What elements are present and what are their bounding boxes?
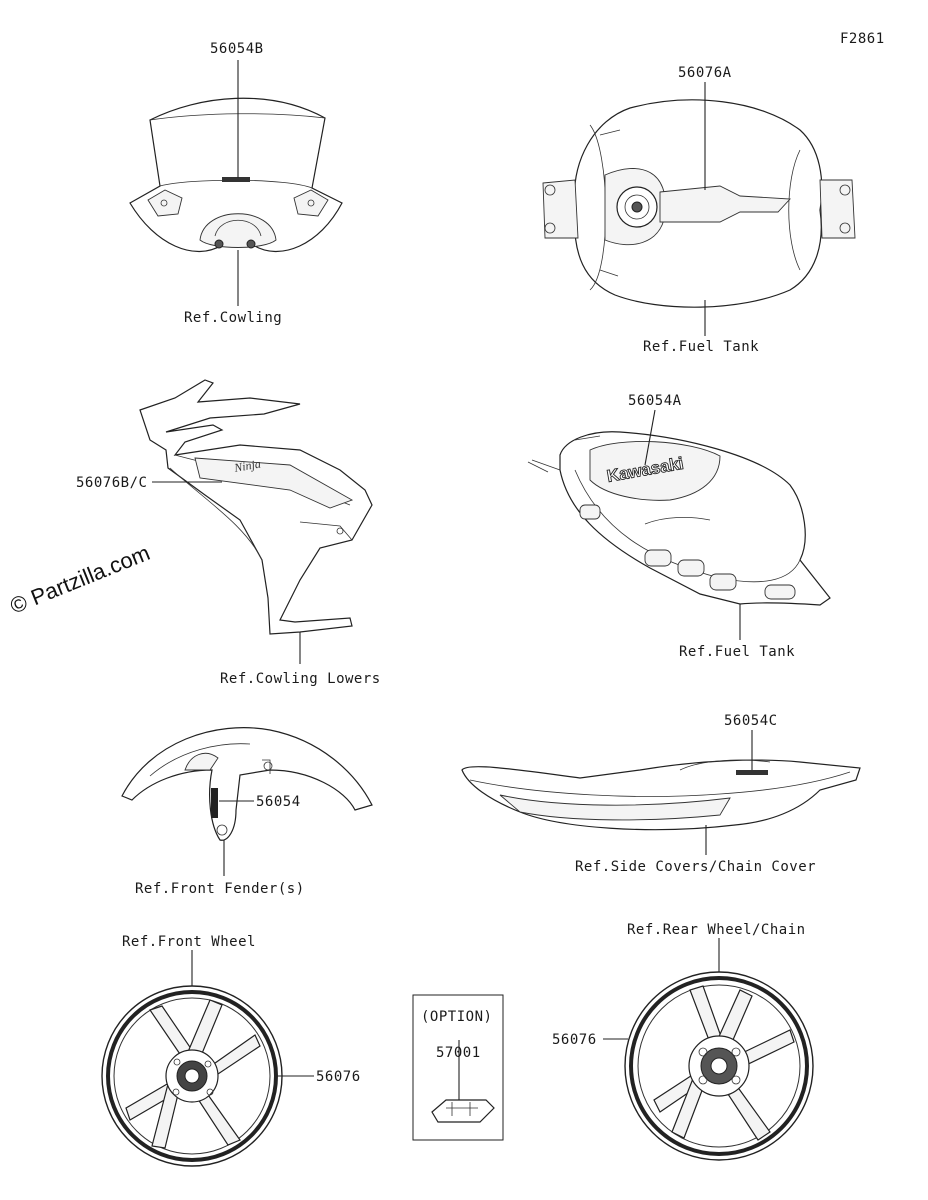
- side-covers-illustration: [461, 759, 861, 831]
- front-wheel-illustration: [101, 985, 283, 1167]
- tank-side-part-number: 56054A: [628, 393, 682, 409]
- sidecover-decal-mark: [736, 770, 768, 775]
- cowling-lowers-illustration: Ninja: [139, 379, 373, 635]
- cowling-illustration: [129, 97, 343, 253]
- tank-side-ref-label: Ref.Fuel Tank: [679, 644, 795, 660]
- cowl-decal-mark: [222, 177, 250, 182]
- sidecover-ref-label: Ref.Side Covers/Chain Cover: [575, 859, 816, 875]
- front-fender-illustration: [121, 727, 373, 841]
- fender-ref-label: Ref.Front Fender(s): [135, 881, 305, 897]
- option-part-number: 57001: [436, 1045, 481, 1061]
- svg-text:Ninja: Ninja: [232, 457, 262, 476]
- figure-id: F2861: [840, 31, 885, 47]
- fuel-tank-top-illustration: [542, 99, 856, 308]
- tank-top-stripe-decal: [659, 185, 791, 223]
- option-part-illustration: [431, 1099, 495, 1123]
- lowers-ref-label: Ref.Cowling Lowers: [220, 671, 381, 687]
- front-wheel-ref-label: Ref.Front Wheel: [122, 934, 256, 950]
- rear-wheel-illustration: [624, 971, 814, 1161]
- tank-top-part-number: 56076A: [678, 65, 732, 81]
- sidecover-part-number: 56054C: [724, 713, 778, 729]
- tank-side-decal: [589, 440, 721, 501]
- rear-wheel-part-number: 56076: [552, 1032, 597, 1048]
- fender-part-number: 56054: [256, 794, 301, 810]
- lowers-part-number: 56076B/C: [76, 475, 147, 491]
- cowl-ref-label: Ref.Cowling: [184, 310, 282, 326]
- fender-decal-mark: [211, 788, 218, 818]
- lowers-stripe-decal: [194, 457, 354, 509]
- option-label: (OPTION): [421, 1009, 492, 1025]
- option-box: [412, 994, 504, 1141]
- cowl-part-number: 56054B: [210, 41, 264, 57]
- tank-top-ref-label: Ref.Fuel Tank: [643, 339, 759, 355]
- front-wheel-part-number: 56076: [316, 1069, 361, 1085]
- watermark: © Partzilla.com: [7, 540, 154, 619]
- fuel-tank-side-illustration: Kawasaki: [527, 431, 831, 606]
- rear-wheel-ref-label: Ref.Rear Wheel/Chain: [627, 922, 806, 938]
